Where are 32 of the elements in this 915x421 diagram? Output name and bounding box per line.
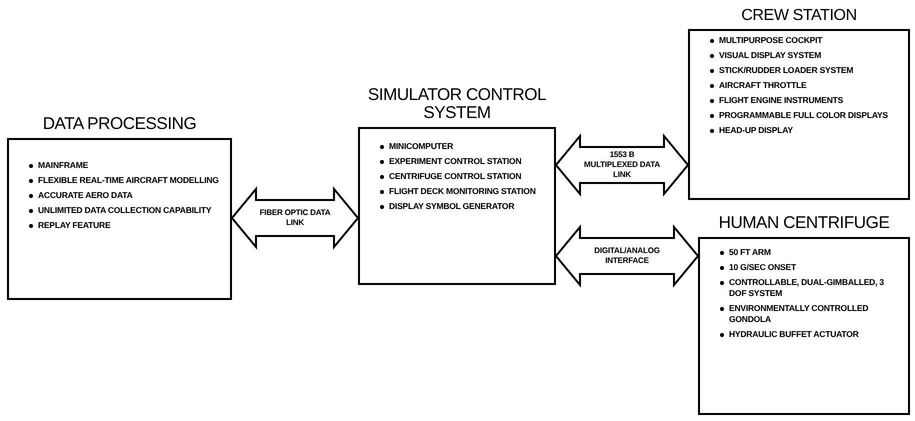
list-item: CENTRIFUGE CONTROL STATION [389, 171, 522, 182]
list-item: VISUAL DISPLAY SYSTEM [719, 50, 822, 61]
box-heading: HUMAN CENTRIFUGE [718, 214, 890, 234]
list-item: AIRCRAFT THROTTLE [719, 80, 807, 91]
system-box [688, 29, 910, 200]
edge-label: FIBER OPTIC DATA LINK [258, 208, 332, 228]
list-item: STICK/RUDDER LOADER SYSTEM [719, 65, 854, 76]
system-box [698, 237, 910, 415]
list-item: ENVIRONMENTALLY CONTROLLED GONDOLA [729, 303, 870, 325]
list-item: FLEXIBLE REAL-TIME AIRCRAFT MODELLING [38, 175, 219, 186]
list-item: FLIGHT DECK MONITORING STATION [389, 186, 536, 197]
list-item: PROGRAMMABLE FULL COLOR DISPLAYS [719, 110, 888, 121]
list-item: CONTROLLABLE, DUAL-GIMBALLED, 3 DOF SYSTEM [729, 277, 885, 299]
list-item: EXPERIMENT CONTROL STATION [389, 156, 522, 167]
list-item: HEAD-UP DISPLAY [719, 125, 793, 136]
list-item: REPLAY FEATURE [38, 220, 110, 231]
edge-label: 1553 B MULTIPLEXED DATA LINK [582, 150, 662, 180]
list-item: UNLIMITED DATA COLLECTION CAPABILITY [38, 205, 212, 216]
list-item: MULTIPURPOSE COCKPIT [719, 35, 822, 46]
box-heading: SIMULATOR CONTROL SYSTEM [366, 86, 548, 124]
box-heading: CREW STATION [741, 7, 857, 26]
list-item: DISPLAY SYMBOL GENERATOR [389, 201, 514, 212]
box-heading: DATA PROCESSING [42, 115, 196, 136]
system-box [7, 138, 232, 300]
list-item: MINICOMPUTER [389, 141, 454, 152]
list-item: FLIGHT ENGINE INSTRUMENTS [719, 95, 844, 106]
list-item: ACCURATE AERO DATA [38, 190, 133, 201]
system-box [358, 127, 556, 285]
list-item: 50 FT ARM [729, 247, 771, 258]
list-item: 10 G/SEC ONSET [729, 262, 796, 273]
list-item: HYDRAULIC BUFFET ACTUATOR [729, 329, 859, 340]
list-item: MAINFRAME [38, 160, 88, 171]
